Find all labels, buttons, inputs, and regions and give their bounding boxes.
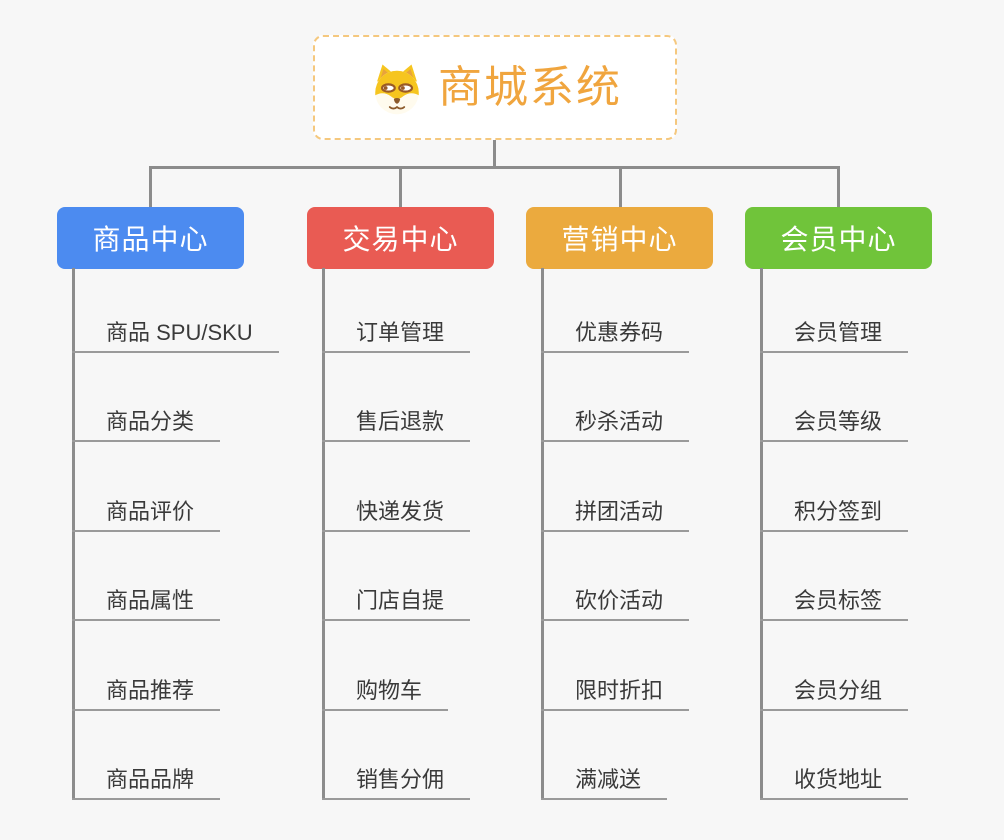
leaf-node[interactable]: 商品推荐 — [72, 673, 221, 711]
leaf-node[interactable]: 购物车 — [322, 673, 449, 711]
leaf-node[interactable]: 会员标签 — [760, 583, 909, 621]
leaf-node[interactable]: 会员管理 — [760, 315, 909, 353]
connector-bus — [150, 166, 840, 169]
leaf-node[interactable]: 积分签到 — [760, 494, 909, 532]
leaf-node[interactable]: 商品评价 — [72, 494, 221, 532]
connector-trunk-product-center — [72, 268, 75, 800]
leaf-node[interactable]: 砍价活动 — [541, 583, 690, 621]
connector-drop-product-center — [149, 166, 152, 208]
leaf-node[interactable]: 商品属性 — [72, 583, 221, 621]
leaf-node[interactable]: 满减送 — [541, 762, 668, 800]
branch-node-product-center[interactable]: 商品中心 — [57, 207, 244, 269]
leaf-node[interactable]: 会员等级 — [760, 404, 909, 442]
leaf-node[interactable]: 限时折扣 — [541, 673, 690, 711]
leaf-node[interactable]: 快递发货 — [322, 494, 471, 532]
connector-trunk-marketing-center — [541, 268, 544, 800]
connector-drop-member-center — [837, 166, 840, 208]
leaf-node[interactable]: 售后退款 — [322, 404, 471, 442]
connector-root-drop — [493, 140, 496, 169]
root-title: 商城系统 — [438, 62, 622, 112]
root-node[interactable]: 商城系统 — [313, 35, 677, 140]
connector-drop-marketing-center — [619, 166, 622, 208]
leaf-node[interactable]: 秒杀活动 — [541, 404, 690, 442]
leaf-node[interactable]: 商品品牌 — [72, 762, 221, 800]
connector-drop-trade-center — [399, 166, 402, 208]
leaf-node[interactable]: 商品 SPU/SKU — [72, 315, 279, 353]
branch-node-member-center[interactable]: 会员中心 — [745, 207, 932, 269]
leaf-node[interactable]: 订单管理 — [322, 315, 471, 353]
leaf-node[interactable]: 销售分佣 — [322, 762, 471, 800]
leaf-node[interactable]: 门店自提 — [322, 583, 471, 621]
leaf-node[interactable]: 优惠券码 — [541, 315, 690, 353]
branch-node-marketing-center[interactable]: 营销中心 — [526, 207, 713, 269]
connector-trunk-trade-center — [322, 268, 325, 800]
connector-trunk-member-center — [760, 268, 763, 800]
leaf-node[interactable]: 商品分类 — [72, 404, 221, 442]
leaf-node[interactable]: 收货地址 — [760, 762, 909, 800]
leaf-node[interactable]: 会员分组 — [760, 673, 909, 711]
dog-face-icon — [375, 63, 419, 114]
leaf-node[interactable]: 拼团活动 — [541, 494, 690, 532]
branch-node-trade-center[interactable]: 交易中心 — [307, 207, 494, 269]
